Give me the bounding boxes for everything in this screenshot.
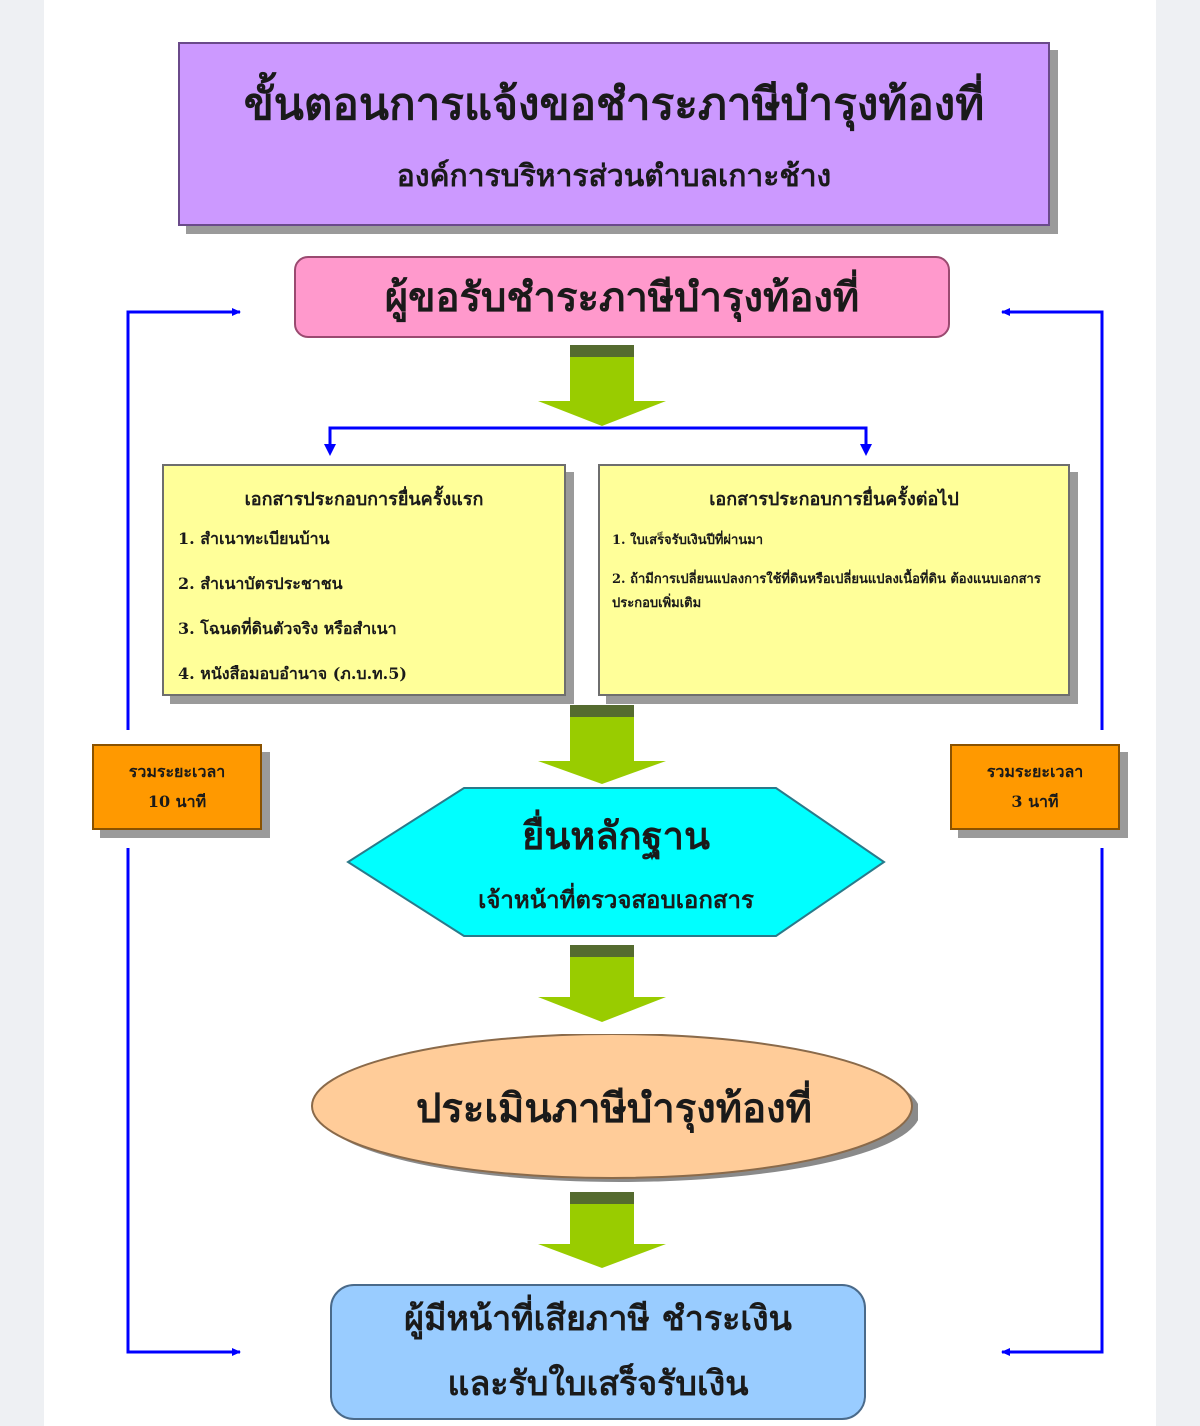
right-duration-value: 3 นาที [1011,792,1059,811]
next-time-documents-list: 1. ใบเสร็จรับเงินปีที่ผ่านมา 2. ถ้ามีการ… [612,529,1068,617]
payment-line-2: และรับใบเสร็จรับเงิน [447,1364,749,1404]
applicant-box: ผู้ขอรับชำระภาษีบำรุงท้องที่ [294,256,950,338]
down-arrow-3 [538,945,666,1022]
title-box: ขั้นตอนการแจ้งขอชำระภาษีบำรุงท้องที่ องค… [178,42,1050,226]
left-duration-label: รวมระยะเวลา [128,761,226,781]
right-loop-lower-connector [1001,848,1104,1356]
left-duration-box: รวมระยะเวลา 10 นาที [92,744,262,830]
down-arrow-2 [538,705,666,784]
first-time-documents-list: 1. สำเนาทะเบียนบ้าน 2. สำเนาบัตรประชาชน … [178,527,564,687]
left-duration-value: 10 นาที [147,792,207,811]
diagram-subtitle: องค์การบริหารส่วนตำบลเกาะช้าง [396,158,832,194]
left-loop-lower-connector [126,848,241,1356]
assess-tax-shape [311,1034,918,1182]
next-time-documents-box: เอกสารประกอบการยื่นครั้งต่อไป 1. ใบเสร็จ… [598,464,1070,696]
down-arrow-1 [538,345,666,426]
payment-box: ผู้มีหน้าที่เสียภาษี ชำระเงิน และรับใบเส… [330,1284,866,1420]
down-arrow-4 [538,1192,666,1268]
branch-left-arrowhead [324,444,336,456]
right-duration-label: รวมระยะเวลา [986,761,1084,781]
first-time-documents-box: เอกสารประกอบการยื่นครั้งแรก 1. สำเนาทะเบ… [162,464,566,696]
submit-evidence-subtitle: เจ้าหน้าที่ตรวจสอบเอกสาร [478,885,754,914]
assess-tax-node: ประเมินภาษีบำรุงท้องที่ [310,1034,918,1182]
connector-layer [126,308,1104,1356]
submit-evidence-title: ยื่นหลักฐาน [522,813,710,858]
submit-evidence-node: ยื่นหลักฐาน เจ้าหน้าที่ตรวจสอบเอกสาร [346,786,886,938]
diagram-title: ขั้นตอนการแจ้งขอชำระภาษีบำรุงท้องที่ [243,78,985,130]
list-item: 2. สำเนาบัตรประชาชน [178,574,343,593]
branch-connector [328,426,868,452]
payment-line-1: ผู้มีหน้าที่เสียภาษี ชำระเงิน [404,1299,792,1340]
left-loop-upper-connector [126,308,241,730]
list-item: 3. โฉนดที่ดินตัวจริง หรือสำเนา [178,619,397,638]
first-time-documents-title: เอกสารประกอบการยื่นครั้งแรก [244,489,484,510]
list-item: 2. ถ้ามีการเปลี่ยนแปลงการใช้ที่ดินหรือเป… [612,571,1041,612]
submit-evidence-shape [346,787,886,937]
assess-tax-label: ประเมินภาษีบำรุงท้องที่ [415,1085,813,1132]
right-loop-upper-connector [1001,308,1104,730]
diagram-canvas: ขั้นตอนการแจ้งขอชำระภาษีบำรุงท้องที่ องค… [44,0,1156,1426]
branch-right-arrowhead [860,444,872,456]
list-item: 4. หนังสือมอบอำนาจ (ภ.บ.ท.5) [178,664,407,683]
right-duration-box: รวมระยะเวลา 3 นาที [950,744,1120,830]
submit-evidence-text: ยื่นหลักฐาน เจ้าหน้าที่ตรวจสอบเอกสาร [346,786,886,938]
list-item: 1. สำเนาทะเบียนบ้าน [178,529,330,548]
next-time-documents-title: เอกสารประกอบการยื่นครั้งต่อไป [709,489,959,510]
list-item: 1. ใบเสร็จรับเงินปีที่ผ่านมา [612,533,764,548]
